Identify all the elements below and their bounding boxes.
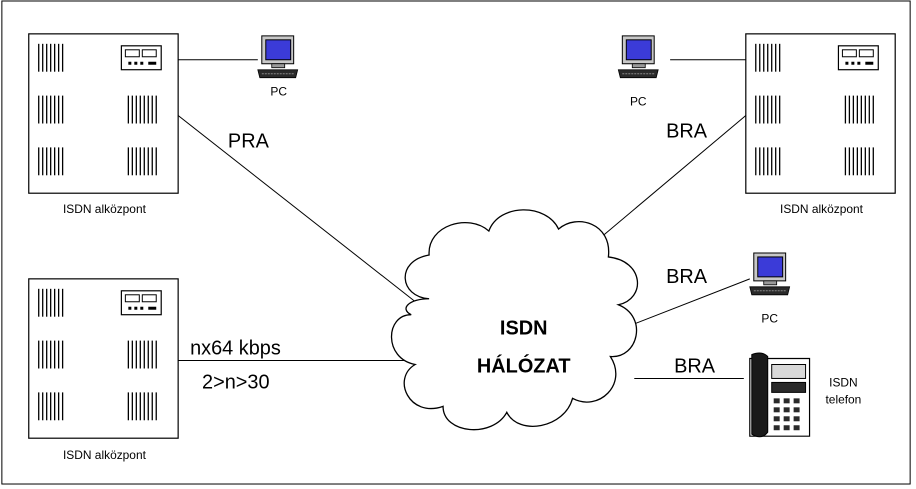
pbx-bottom-left (28, 278, 179, 439)
isdn-cloud-shape (390, 209, 639, 431)
link-label-bra-pc: BRA (666, 266, 708, 288)
isdn-telephone-icon (749, 352, 811, 438)
pc-top-right-label: PC (630, 95, 647, 109)
link-bra-pc (632, 278, 750, 326)
link-label-nx64-line2: 2>n>30 (202, 371, 270, 393)
pc-top-left-icon (257, 35, 299, 79)
pc-top-right-icon (617, 35, 659, 79)
pc-top-left-label: PC (270, 85, 287, 99)
cloud-label-line1: ISDN (500, 318, 548, 340)
pc-right-label: PC (761, 312, 778, 326)
pbx-bottom-left-label: ISDN alközpont (63, 448, 147, 462)
link-label-bra-top: BRA (666, 120, 708, 142)
pbx-top-left (28, 33, 179, 194)
link-label-nx64-line1: nx64 kbps (190, 338, 281, 360)
link-pra (177, 115, 420, 306)
pbx-top-right (745, 33, 896, 194)
link-label-pra: PRA (228, 130, 270, 152)
phone-label-line2: telefon (825, 392, 861, 406)
cloud-label-line2: HÁLÓZAT (477, 353, 571, 377)
link-label-bra-phone: BRA (674, 355, 716, 377)
pbx-top-right-label: ISDN alközpont (780, 202, 864, 216)
phone-label-line1: ISDN (829, 375, 858, 389)
pc-right-icon (749, 252, 791, 296)
pbx-top-left-label: ISDN alközpont (63, 202, 147, 216)
